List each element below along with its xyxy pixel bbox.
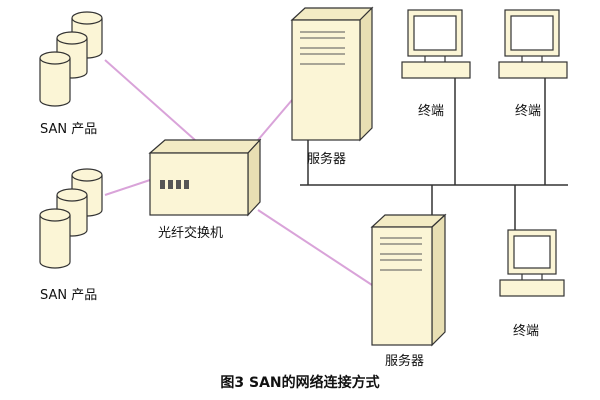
figure-caption: 图3 SAN的网络连接方式 <box>220 375 380 391</box>
terminal-3-label: 终端 <box>513 324 540 339</box>
server-bottom-icon <box>370 213 447 347</box>
server-top-label: 服务器 <box>307 152 347 167</box>
san-storage-top <box>39 11 103 107</box>
terminal-2-label: 终端 <box>515 104 542 119</box>
terminal-1-icon <box>401 9 471 79</box>
disk-icon <box>39 208 71 269</box>
san-product-bottom-label: SAN 产品 <box>40 288 98 303</box>
san-storage-bottom <box>39 168 103 269</box>
fiber-switch-label: 光纤交换机 <box>158 226 224 241</box>
fiber-link-server-top <box>257 99 293 141</box>
terminal-3-icon <box>499 229 565 297</box>
san-product-top-label: SAN 产品 <box>40 122 98 137</box>
lan-links <box>300 78 568 232</box>
server-top-icon <box>290 6 374 142</box>
terminal-1-label: 终端 <box>418 104 445 119</box>
switch-front-face <box>149 152 249 216</box>
disk-icon <box>39 51 71 107</box>
fiber-switch-device <box>148 138 262 217</box>
switch-side-face <box>247 138 261 217</box>
terminal-2-icon <box>498 9 568 79</box>
switch-top-face <box>148 139 262 154</box>
server-bottom-label: 服务器 <box>385 354 425 369</box>
switch-ports <box>160 180 189 189</box>
fiber-link-san-bottom <box>104 179 151 196</box>
fiber-links <box>104 59 373 286</box>
fiber-link-server-bottom <box>257 209 373 286</box>
fiber-link-san-top <box>104 59 196 141</box>
